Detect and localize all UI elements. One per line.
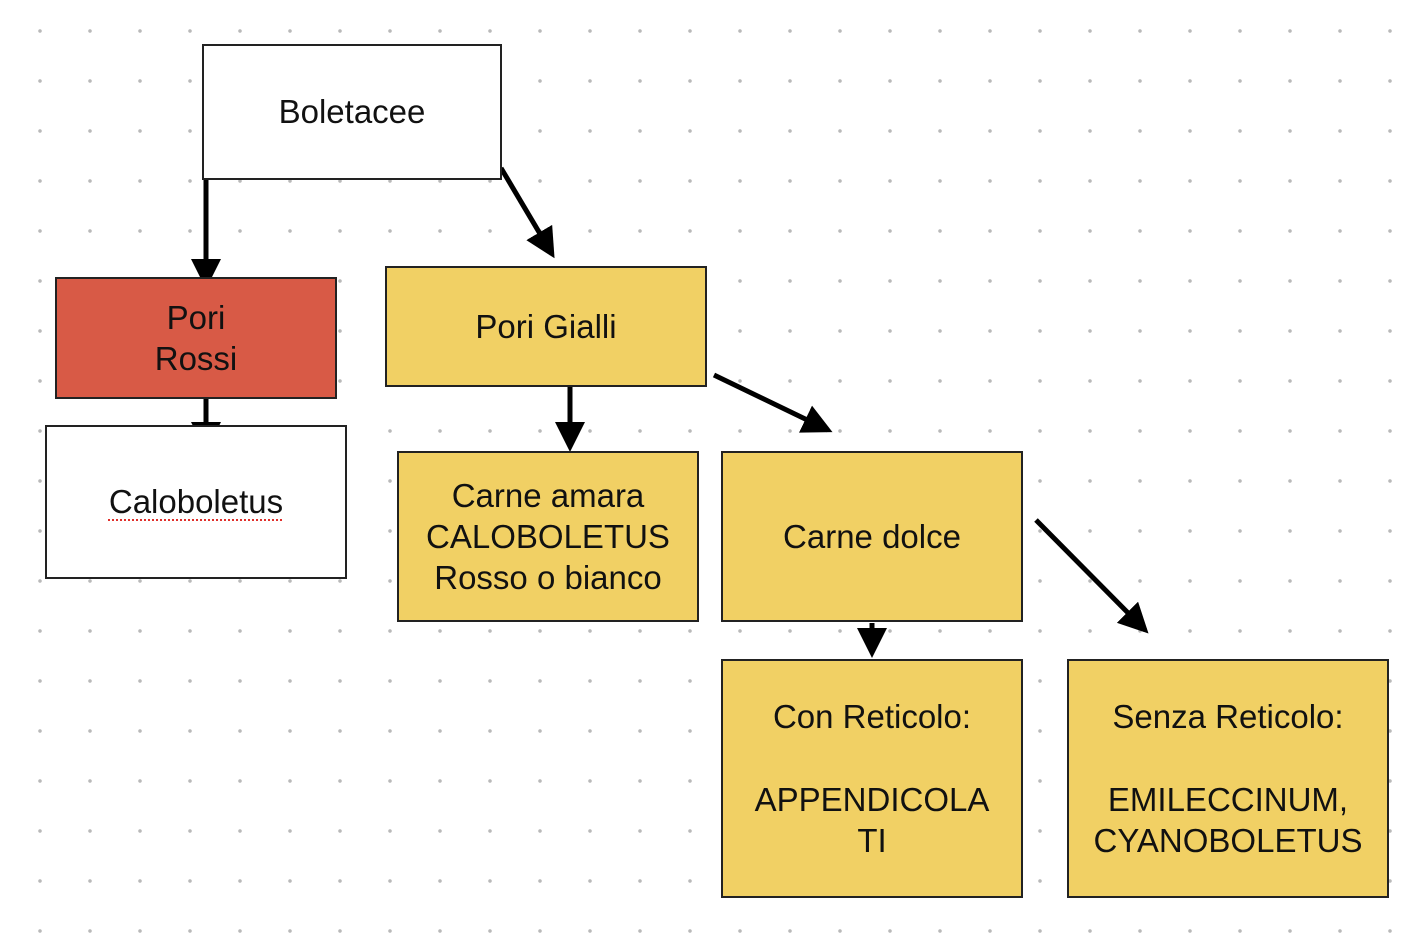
- node-label: Caloboletus: [108, 483, 284, 521]
- node-label: Carne dolce: [783, 517, 961, 555]
- node-label-line-1: Pori: [166, 298, 226, 336]
- node-pori-gialli[interactable]: Pori Gialli: [385, 266, 707, 387]
- node-label-line-3: Rosso o bianco: [434, 559, 662, 597]
- node-carne-amara[interactable]: Carne amara CALOBOLETUS Rosso o bianco: [397, 451, 699, 622]
- edge-carne-dolce-senza-reticolo: [1034, 518, 1149, 634]
- node-senza-reticolo[interactable]: Senza Reticolo: EMILECCINUM, CYANOBOLETU…: [1067, 659, 1389, 898]
- edge-boletacee-pori-gialli: [498, 166, 555, 259]
- node-label-line-2: TI: [857, 822, 887, 860]
- node-carne-dolce[interactable]: Carne dolce: [721, 451, 1023, 622]
- node-boletacee[interactable]: Boletacee: [202, 44, 502, 180]
- node-label-line-1: Carne amara: [451, 476, 645, 514]
- node-label-line-1: APPENDICOLA: [754, 780, 990, 818]
- node-heading: Senza Reticolo:: [1112, 697, 1344, 735]
- edge-pori-gialli-carne-dolce: [712, 372, 833, 433]
- node-label: Pori Gialli: [475, 307, 617, 345]
- node-con-reticolo[interactable]: Con Reticolo: APPENDICOLA TI: [721, 659, 1023, 898]
- node-label-line-2: CALOBOLETUS: [426, 517, 670, 555]
- node-heading: Con Reticolo:: [772, 697, 972, 735]
- node-label-line-2: CYANOBOLETUS: [1093, 822, 1363, 860]
- node-pori-rossi[interactable]: Pori Rossi: [55, 277, 337, 399]
- node-caloboletus[interactable]: Caloboletus: [45, 425, 347, 579]
- node-label-line-1: EMILECCINUM,: [1107, 780, 1349, 818]
- node-label: Boletacee: [278, 93, 426, 131]
- node-label-line-2: Rossi: [154, 340, 238, 377]
